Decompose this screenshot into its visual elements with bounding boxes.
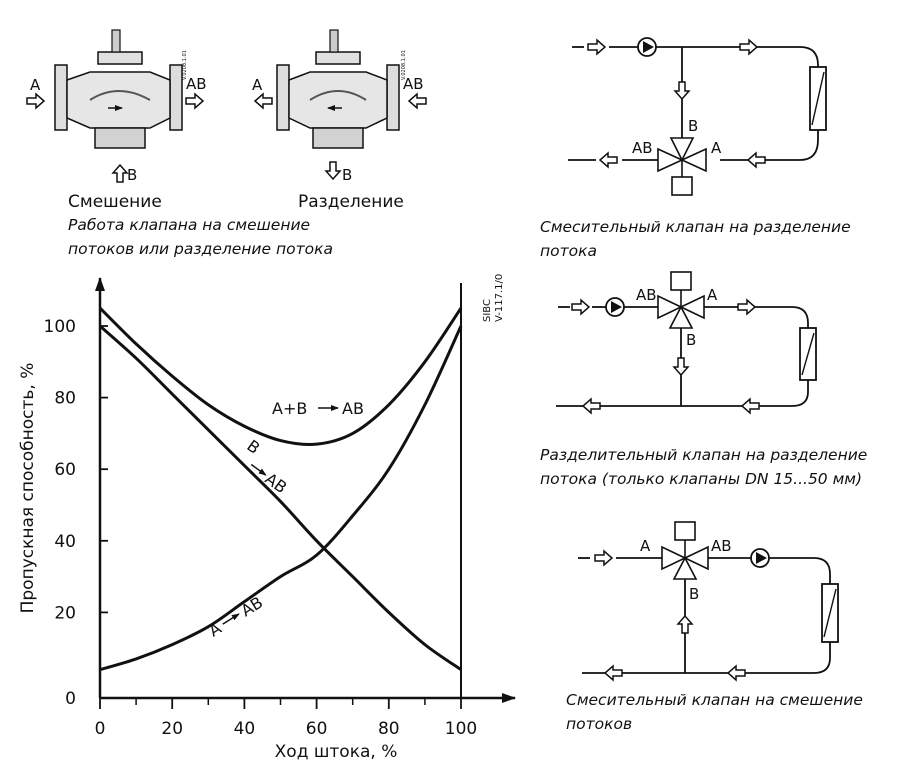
s1-heat-exchanger-icon (809, 66, 827, 131)
series-label-a-text: A (205, 619, 224, 641)
s1-b-arrow-icon (674, 81, 690, 100)
series-label-a-target: AB (237, 593, 266, 621)
s3-inlet-arrow-icon (594, 550, 613, 566)
s1-three-way-valve-icon (657, 137, 707, 196)
y-tick-label: 0 (65, 689, 76, 709)
y-tick-label: 100 (44, 317, 76, 337)
s1-caption-line1: Смесительный клапан на разделение (540, 218, 851, 236)
s1-inlet-arrow-icon (587, 39, 606, 55)
x-tick-label: 20 (161, 719, 183, 739)
series-label-b-target: AB (262, 469, 291, 497)
valve-ops-caption-line1: Работа клапана на смешение (68, 216, 310, 234)
curve-a-plus-b-to-ab (98, 307, 463, 447)
diverting-drawing-code: V.0208.1.01 (401, 50, 407, 80)
s2-outlet-arrow-icon (582, 398, 601, 414)
series-label-a-plus-b-target: AB (342, 399, 364, 418)
s1-return-arrow-icon (747, 152, 766, 168)
s3-heat-exchanger-icon (821, 583, 839, 643)
x-tick-label: 100 (445, 719, 477, 739)
x-tick-label: 60 (306, 719, 328, 739)
mixing-inlet-a-arrow-icon (26, 93, 45, 109)
mixing-outlet-ab-arrow-icon (185, 93, 204, 109)
diverting-outlet-a-arrow-icon (254, 93, 273, 109)
s2-caption-line1: Разделительный клапан на разделение (540, 446, 867, 464)
mixing-mode-label: Смешение (68, 192, 162, 212)
diverting-port-b-label: B (342, 166, 352, 184)
s2-inlet-arrow-icon (571, 299, 590, 315)
scheme-mixing-valve-diverting: AB A B Смесительный клапан на разделение… (540, 37, 851, 260)
s2-b-arrow-icon (673, 357, 689, 376)
s3-port-b-label: B (689, 585, 699, 603)
valve-ops-caption-line2: потоков или разделение потока (68, 240, 333, 258)
mixing-port-ab-label: AB (186, 75, 207, 93)
s3-port-ab-label: AB (711, 537, 732, 555)
scheme-mixing-valve-mixing: A AB B Смесительный клапан на смешение п… (566, 521, 863, 733)
x-axis-title: Ход штока, % (275, 742, 398, 762)
x-tick-label: 40 (234, 719, 256, 739)
s1-port-a-label: A (711, 139, 722, 157)
y-tick-label: 60 (54, 460, 76, 480)
diverting-inlet-ab-arrow-icon (408, 93, 427, 109)
s1-port-ab-label: AB (632, 139, 653, 157)
s2-flow-arrow-icon (737, 299, 756, 315)
s2-pump-icon (605, 297, 625, 317)
y-tick-label: 40 (54, 532, 76, 552)
series-label-a: A AB (205, 593, 266, 641)
y-tick-label: 80 (54, 389, 76, 409)
s2-port-ab-label: AB (636, 286, 657, 304)
valve-mixing-drawing (54, 29, 183, 149)
mixing-drawing-code: V.0208.1.01 (182, 50, 188, 80)
mixing-port-b-label: B (127, 166, 137, 184)
y-tick-label: 20 (54, 603, 76, 623)
mixing-port-a-label: A (30, 76, 41, 94)
valve-diverting-drawing (276, 29, 400, 149)
x-tick-label: 0 (95, 719, 106, 739)
s1-caption-line2: потока (540, 242, 597, 260)
s1-outlet-arrow-icon (599, 152, 618, 168)
s1-port-b-label: B (688, 117, 698, 135)
diverting-mode-label: Разделение (298, 192, 404, 212)
s3-three-way-valve-icon (661, 521, 709, 580)
s3-pump-icon (750, 548, 770, 568)
s2-heat-exchanger-icon (799, 327, 817, 381)
s2-port-a-label: A (707, 286, 718, 304)
diverting-port-ab-label: AB (403, 75, 424, 93)
s2-return-arrow-icon (741, 398, 760, 414)
s2-port-b-label: B (686, 331, 696, 349)
flow-characteristic-chart: 0 20 40 60 80 100 0 20 40 60 80 100 Ход штока, % П… (18, 274, 516, 762)
curve-b-to-ab (99, 324, 462, 671)
series-label-a-plus-b: A+B AB (272, 399, 364, 418)
chart-code-line1: SIBC (482, 299, 493, 322)
mixing-inlet-b-arrow-icon (112, 164, 128, 183)
s3-caption-line1: Смесительный клапан на смешение (566, 691, 863, 709)
chart-code-line2: V-117.1/0 (494, 274, 505, 322)
diverting-outlet-b-arrow-icon (325, 161, 341, 180)
series-label-a-plus-b-text: A+B (272, 399, 307, 418)
x-tick-label: 80 (378, 719, 400, 739)
s3-outlet-arrow-icon (604, 665, 623, 681)
s1-flow-arrow-icon (739, 39, 758, 55)
y-axis-title: Пропускная способность, % (18, 363, 38, 614)
s2-caption-line2: потока (только клапаны DN 15...50 мм) (540, 470, 862, 488)
s3-return-arrow-icon (727, 665, 746, 681)
curve-a-to-ab (99, 325, 463, 672)
s1-pump-icon (637, 37, 657, 57)
s3-caption-line2: потоков (566, 715, 632, 733)
diverting-port-a-label: A (252, 76, 263, 94)
s3-b-arrow-icon (677, 615, 693, 634)
series-label-b-text: B (243, 436, 263, 458)
scheme-diverting-valve-diverting: AB A B Разделительный клапан на разделен… (540, 271, 867, 488)
s2-three-way-valve-icon (657, 271, 705, 329)
s3-port-a-label: A (640, 537, 651, 555)
